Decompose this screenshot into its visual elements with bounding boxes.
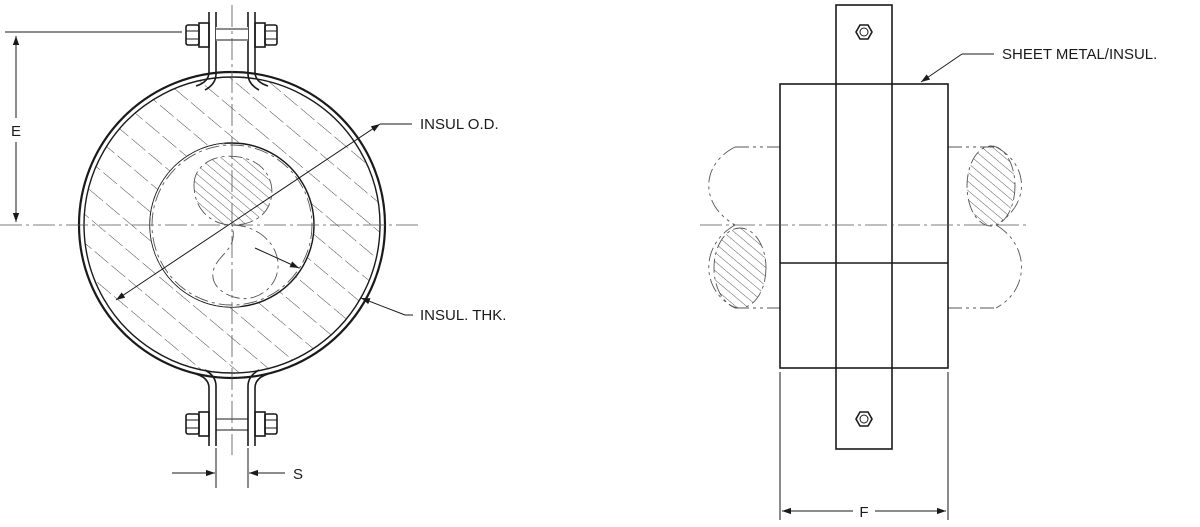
front-view: E S INSUL O.D. INSUL. THK. <box>0 5 506 488</box>
insul-thk-label: INSUL. THK. <box>420 307 506 324</box>
dimension-f-label: F <box>859 504 868 521</box>
dimension-e: E <box>4 31 182 222</box>
pipe-section-left <box>713 227 767 309</box>
bolt-head-icon <box>185 22 210 48</box>
nut-icon <box>254 411 278 437</box>
sheet-metal-insulation-block <box>779 83 949 369</box>
bottom-lug <box>185 369 278 446</box>
sheet-metal-leader: SHEET METAL/INSUL. <box>920 46 1157 83</box>
insul-od-label: INSUL O.D. <box>420 116 499 133</box>
side-view: SHEET METAL/INSUL. F <box>700 4 1157 522</box>
bolt-head-icon <box>185 411 210 437</box>
bottom-bolt-icon <box>855 411 873 427</box>
insul-od-leader: INSUL O.D. <box>115 116 499 301</box>
pipe-section-right <box>966 145 1016 227</box>
nut-icon <box>254 22 278 48</box>
clamp-strap <box>835 4 893 450</box>
dimension-s: S <box>172 448 303 488</box>
dimension-e-label: E <box>11 123 21 140</box>
top-bolt-icon <box>855 24 873 40</box>
insul-thk-leader: INSUL. THK. <box>254 247 506 324</box>
dimension-f: F <box>779 372 949 522</box>
sheet-metal-label: SHEET METAL/INSUL. <box>1002 46 1157 63</box>
dimension-s-label: S <box>293 466 303 483</box>
